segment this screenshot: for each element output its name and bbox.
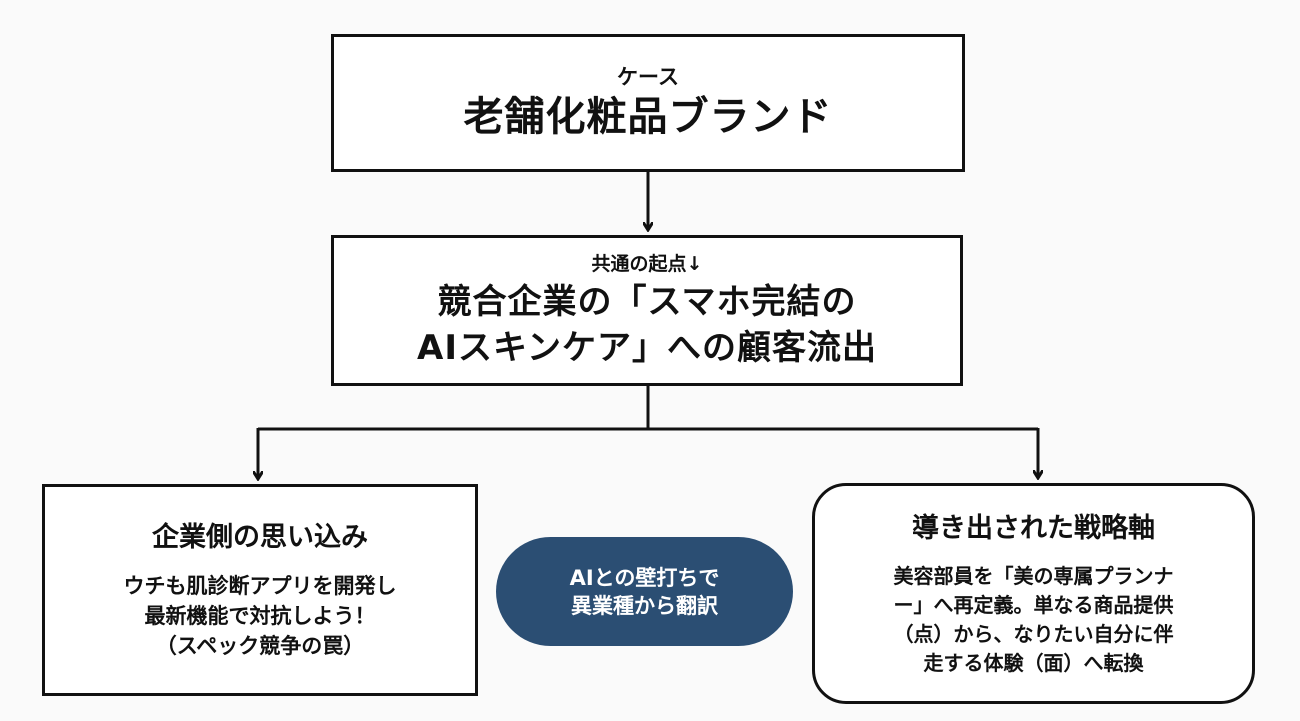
belief-title: 企業側の思い込み xyxy=(152,522,368,553)
origin-line-1: 競合企業の「スマホ完結の xyxy=(437,281,857,322)
origin-line-2: AIスキンケア」への顧客流出 xyxy=(417,327,877,368)
strategy-line-1: 美容部員を「美の専属プランナ xyxy=(893,563,1174,588)
belief-box: 企業側の思い込み ウチも肌診断アプリを開発し 最新機能で対抗しよう！ （スペック… xyxy=(42,484,478,696)
strategy-line-2: ー」へ再定義。単なる商品提供 xyxy=(893,592,1174,617)
case-label: ケース xyxy=(617,65,679,89)
case-box: ケース 老舗化粧品ブランド xyxy=(331,34,965,172)
translate-line-1: AIとの壁打ちで xyxy=(569,565,720,590)
strategy-title: 導き出された戦略軸 xyxy=(912,512,1155,544)
origin-box: 共通の起点↓ 競合企業の「スマホ完結の AIスキンケア」への顧客流出 xyxy=(331,235,963,386)
translate-line-2: 異業種から翻訳 xyxy=(571,593,718,618)
strategy-line-4: 走する体験（面）へ転換 xyxy=(923,650,1144,675)
case-title: 老舗化粧品ブランド xyxy=(463,94,833,140)
belief-line-3: （スペック競争の罠） xyxy=(155,634,365,658)
belief-line-1: ウチも肌診断アプリを開発し xyxy=(123,574,397,598)
translate-pill: AIとの壁打ちで 異業種から翻訳 xyxy=(496,537,793,646)
origin-label: 共通の起点↓ xyxy=(591,252,703,275)
strategy-box: 導き出された戦略軸 美容部員を「美の専属プランナ ー」へ再定義。単なる商品提供 … xyxy=(812,483,1255,704)
belief-line-2: 最新機能で対抗しよう！ xyxy=(144,604,376,628)
strategy-line-3: （点）から、なりたい自分に伴 xyxy=(893,621,1174,646)
